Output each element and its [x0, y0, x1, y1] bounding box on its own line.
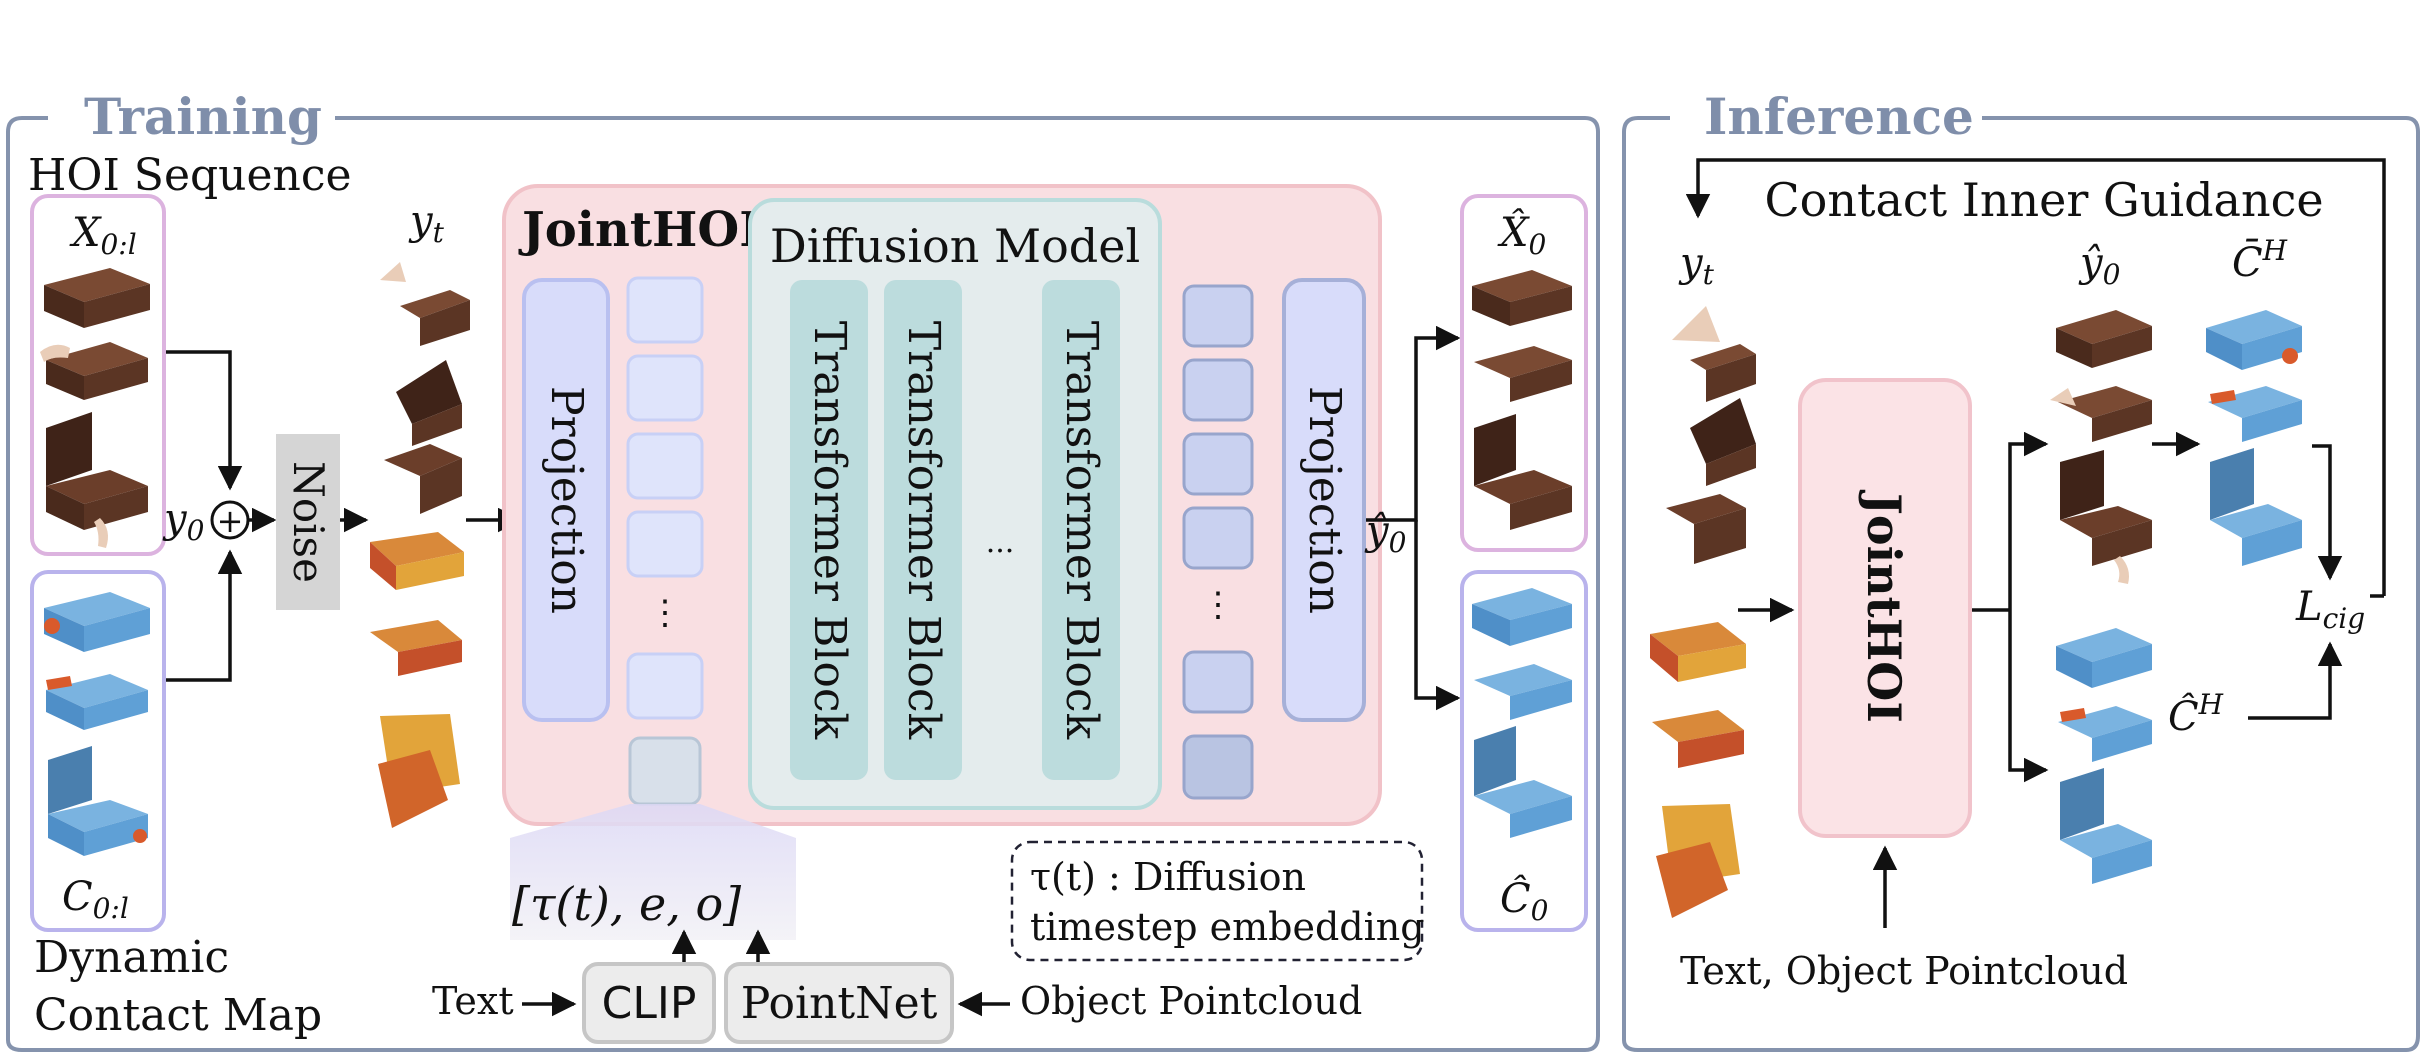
x0hat-label: X̂0 — [1497, 210, 1546, 261]
text-input-label: Text — [432, 979, 514, 1023]
contact-frame-1 — [44, 592, 150, 652]
training-frame — [6, 116, 1600, 1052]
condition-tuple: [τ(t), e, o] — [512, 877, 741, 931]
projection-right-label: Projection — [1299, 386, 1350, 614]
pointnet-label: PointNet — [741, 978, 938, 1029]
c0hat-box — [1460, 570, 1588, 932]
token-right-5 — [1182, 650, 1254, 714]
inference-panel: Inference Contact Inner Guidance yt Join — [1622, 87, 2420, 1052]
inf-jointhoi-block — [1798, 378, 1972, 838]
token-left-4 — [626, 510, 704, 578]
inf-yt-label: yt — [1678, 240, 1715, 291]
token-right-1 — [1182, 284, 1254, 348]
noise-block — [276, 434, 340, 610]
arrow-split-to-c0hat — [1414, 520, 1461, 711]
arrow-cbar-to-lcig — [2312, 444, 2343, 581]
plus-symbol: + — [217, 502, 244, 540]
contact-frame-2 — [46, 674, 148, 730]
y0hat-label: ŷ0 — [1364, 508, 1406, 559]
transformer-ellipsis: ... — [986, 525, 1015, 560]
hoi-frame-3 — [46, 412, 148, 548]
transformer-block-1-label: Transformer Block — [804, 321, 855, 740]
hoi-frame-2 — [40, 342, 148, 400]
contact-inner-guidance-label: Contact Inner Guidance — [1764, 173, 2323, 227]
inf-yt-frames — [1650, 306, 1756, 918]
arrow-x-to-plus — [166, 350, 243, 491]
x-0l-label: X0:l — [69, 210, 137, 261]
hoi-sequence-label: HOI Sequence — [28, 150, 352, 201]
inf-cbar-frames — [2206, 310, 2302, 566]
guidance-loop-arrow — [1685, 158, 2386, 596]
legend-line2: timestep embedding — [1030, 905, 1425, 949]
legend-line1: τ(t) : Diffusion — [1030, 855, 1306, 899]
token-left-3 — [626, 432, 704, 500]
token-right-2 — [1182, 358, 1254, 422]
token-left-2 — [626, 354, 704, 422]
token-right-4 — [1182, 506, 1254, 570]
arrow-inf-split-to-chat — [2008, 610, 2049, 783]
projection-left-label: Projection — [541, 386, 592, 614]
token-left-1 — [626, 276, 704, 344]
legend-box — [1010, 840, 1424, 962]
arrow-chat-to-lcig — [2248, 641, 2343, 720]
transformer-block-2-label: Transformer Block — [898, 321, 949, 740]
condition-cone — [510, 804, 796, 940]
arrow-c-to-plus — [166, 549, 243, 682]
training-title: Training — [84, 87, 322, 146]
clip-encoder — [582, 962, 716, 1044]
transformer-block-2 — [884, 280, 962, 780]
y0-label: y0 — [162, 496, 204, 547]
clip-label: CLIP — [602, 978, 697, 1029]
inf-jointhoi-label: JointHOI — [1857, 489, 1911, 723]
arrow-inf-split-to-y0hat — [2008, 431, 2049, 610]
token-right-3 — [1182, 432, 1254, 496]
diffusion-model-title: Diffusion Model — [770, 219, 1140, 273]
projection-left — [522, 278, 610, 722]
contact-frame-3 — [48, 746, 148, 856]
inf-chat-frames — [2056, 628, 2152, 884]
arrow-split-to-x0hat — [1400, 325, 1461, 522]
projection-right — [1282, 278, 1366, 722]
inf-cbar-label: C̄H — [2232, 234, 2288, 286]
jointhoi-title: JointHOI — [518, 202, 762, 258]
hoi-frame-1 — [44, 268, 150, 328]
inf-chat-label: ĈH — [2168, 688, 2224, 740]
c0hat-label: Ĉ0 — [1500, 875, 1548, 927]
yt-frames — [370, 262, 470, 828]
object-pointcloud-label: Object Pointcloud — [1020, 979, 1362, 1023]
inf-input-label: Text, Object Pointcloud — [1680, 949, 2128, 993]
training-panel: Training HOI Sequence X0:l — [6, 87, 1600, 1052]
noise-label: Noise — [284, 461, 333, 583]
transformer-block-3-label: Transformer Block — [1056, 321, 1107, 740]
transformer-block-1 — [790, 280, 868, 780]
token-left-ellipsis: ⋮ — [648, 593, 682, 633]
token-right-ellipsis: ⋮ — [1201, 585, 1235, 625]
lcig-label: Lcig — [2295, 584, 2365, 635]
x0hat-frames — [1472, 270, 1572, 530]
transformer-block-3 — [1042, 280, 1120, 780]
yt-label: yt — [408, 198, 445, 249]
inf-y0hat-label: ŷ0 — [2078, 240, 2120, 291]
dynamic-contact-map-line2: Contact Map — [34, 990, 322, 1041]
pointnet-encoder — [724, 962, 954, 1044]
token-left-5 — [626, 652, 704, 720]
token-column-right: ⋮ — [1182, 284, 1254, 800]
inference-frame — [1622, 116, 2420, 1052]
token-right-6 — [1182, 734, 1254, 800]
token-column-left: ⋮ — [626, 276, 704, 806]
c0hat-frames — [1472, 588, 1572, 838]
inf-y0hat-frames — [2050, 310, 2152, 584]
inference-title: Inference — [1704, 87, 1974, 146]
c-0l-label: C0:l — [62, 874, 129, 925]
dynamic-contact-map-line1: Dynamic — [34, 932, 229, 983]
condition-token — [628, 736, 702, 806]
